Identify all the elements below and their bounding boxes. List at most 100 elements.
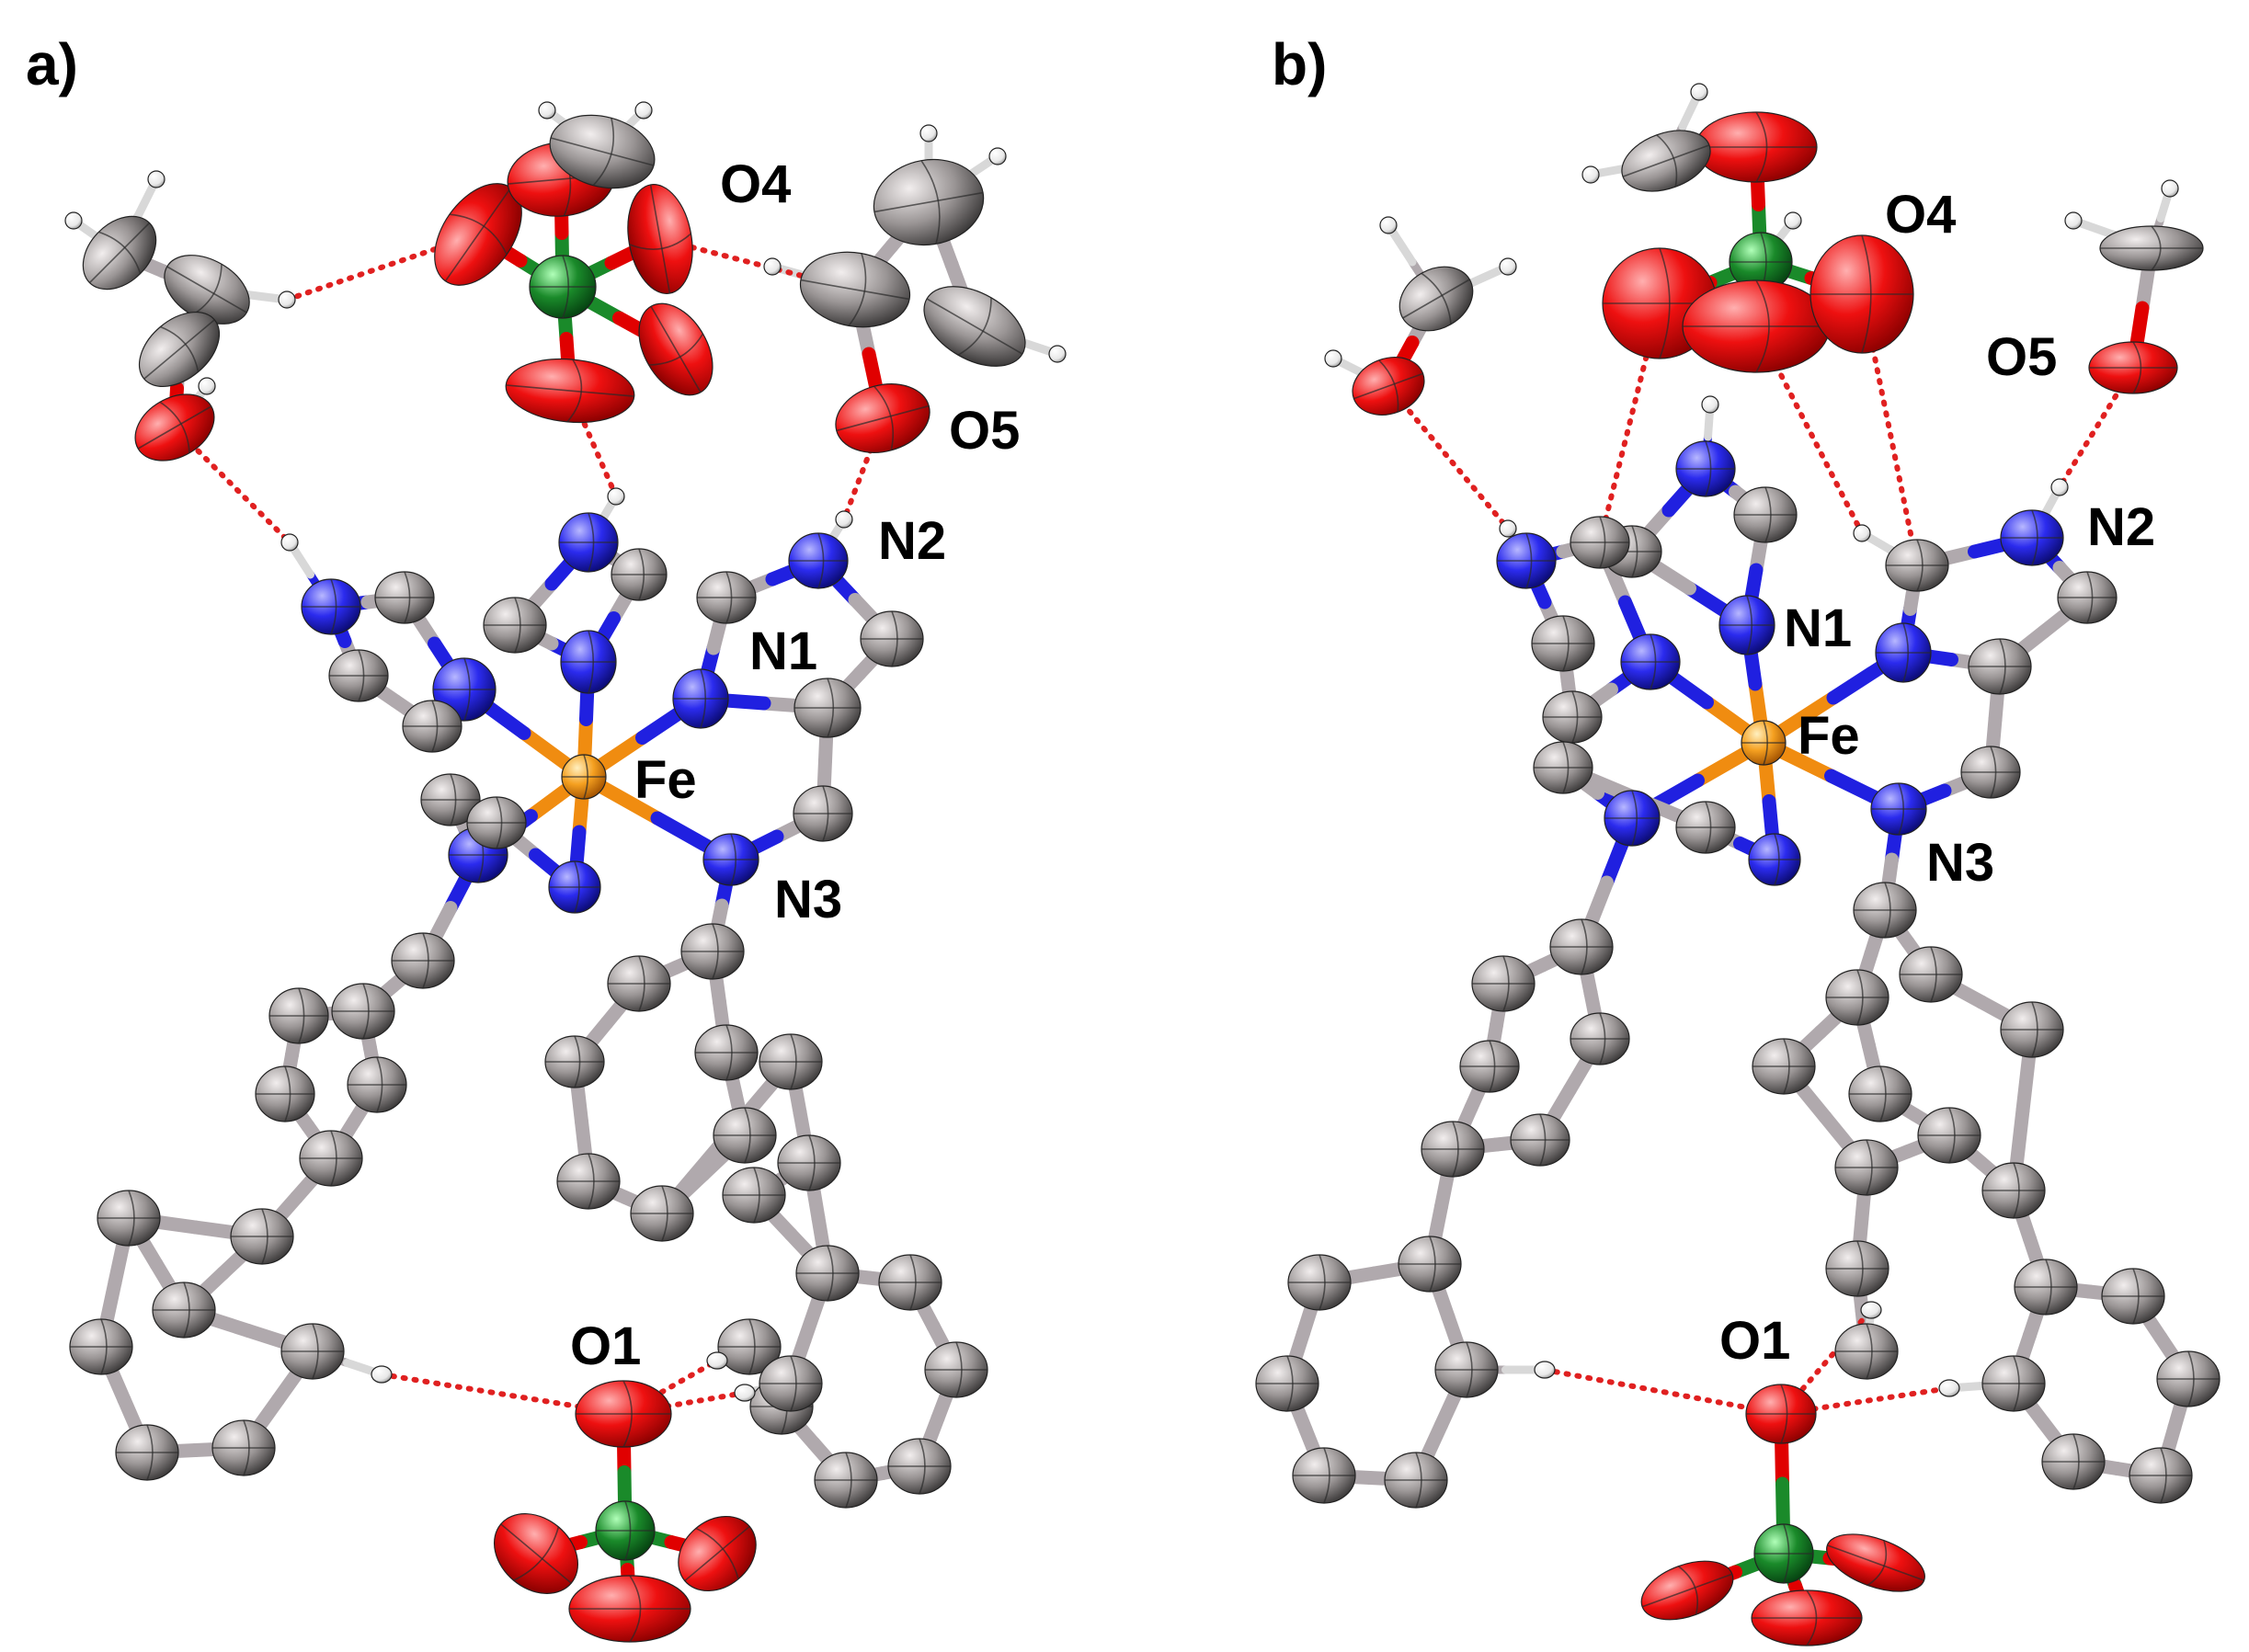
carbon-atom: [549, 114, 656, 189]
carbon-atom: [696, 571, 757, 624]
hydrogen-atom: [706, 1351, 728, 1370]
oxygen-atom: [568, 1575, 691, 1643]
hydrogen-atom: [280, 533, 299, 552]
carbon-atom: [544, 1035, 605, 1088]
carbon-atom: [1675, 801, 1736, 854]
carbon-atom: [611, 548, 668, 601]
carbon-atom: [556, 1153, 621, 1210]
panel-a-atom-label-fe: Fe: [634, 750, 697, 810]
hydrogen-atom: [2161, 179, 2179, 198]
oxygen-atom: [1809, 234, 1914, 354]
carbon-atom: [1434, 1341, 1499, 1398]
nitrogen-atom: [2000, 509, 2064, 566]
chlorine-atom: [595, 1500, 656, 1561]
carbon-atom: [483, 597, 547, 654]
carbon-atom: [1459, 1040, 1520, 1093]
oxygen-atom: [575, 1380, 672, 1448]
oxygen-atom: [1745, 1384, 1817, 1444]
carbon-atom: [230, 1208, 294, 1265]
carbon-atom: [1384, 1452, 1448, 1509]
hydrogen-atom: [734, 1384, 756, 1402]
oxygen-atom: [2088, 341, 2178, 394]
carbon-atom: [923, 286, 1026, 367]
iron-atom: [1741, 720, 1787, 766]
carbon-atom: [138, 311, 221, 388]
carbon-atom: [1570, 516, 1630, 569]
carbon-atom: [873, 158, 985, 246]
carbon-atom: [1981, 1162, 2046, 1219]
oxygen-atom: [678, 1515, 757, 1592]
carbon-atom: [1621, 130, 1711, 192]
carbon-atom: [97, 1190, 161, 1247]
carbon-atom: [1848, 1065, 1912, 1122]
carbon-atom: [777, 1134, 841, 1191]
hydrogen-atom: [835, 510, 853, 529]
carbon-atom: [374, 571, 435, 624]
carbon-atom: [299, 1130, 363, 1187]
hydrogen-bond: [1778, 1385, 1952, 1417]
carbon-atom: [466, 796, 527, 849]
carbon-atom: [1834, 1139, 1899, 1196]
nitrogen-atom: [1718, 595, 1775, 655]
oxygen-atom: [1682, 279, 1831, 373]
hydrogen-atom: [634, 101, 653, 120]
hydrogen-atom: [1534, 1361, 1556, 1379]
carbon-atom: [2041, 1433, 2106, 1490]
hydrogen-bond: [841, 416, 885, 522]
panel-b-atom-label-o5: O5: [1986, 327, 2058, 387]
carbon-atom: [759, 1355, 823, 1412]
carbon-atom: [1533, 741, 1593, 794]
carbon-atom: [331, 983, 395, 1040]
carbon-atom: [1885, 539, 1949, 592]
carbon-atom: [1549, 918, 1614, 975]
panel-b-atom-label-n2: N2: [2087, 497, 2156, 557]
hydrogen-bond: [172, 425, 292, 545]
carbon-atom: [1752, 1038, 1816, 1095]
hydrogen-atom: [1853, 524, 1871, 542]
carbon-atom: [759, 1033, 823, 1090]
nitrogen-atom: [1620, 633, 1681, 690]
nitrogen-atom: [301, 578, 361, 635]
panel-b-atom-label-fe: Fe: [1798, 706, 1860, 766]
nitrogen-atom: [1675, 440, 1736, 497]
panel-a-atom-label-o5: O5: [949, 401, 1021, 461]
hydrogen-atom: [2064, 211, 2083, 230]
nitrogen-atom: [1748, 833, 1801, 886]
carbon-atom: [713, 1107, 777, 1164]
carbon-atom: [1292, 1447, 1356, 1504]
carbon-atom: [1398, 1236, 1462, 1293]
carbon-atom: [1255, 1355, 1319, 1412]
carbon-atom: [2000, 1001, 2064, 1058]
carbon-atom: [1398, 266, 1474, 332]
nitrogen-atom: [560, 630, 617, 694]
hydrogen-atom: [1324, 349, 1342, 368]
hydrogen-bond: [1386, 383, 1511, 531]
carbon-atom: [799, 251, 911, 328]
oxygen-atom: [1352, 357, 1425, 416]
hydrogen-atom: [2050, 478, 2069, 496]
nitrogen-atom: [702, 833, 759, 886]
carbon-atom: [1825, 1240, 1889, 1297]
hydrogen-atom: [198, 377, 216, 395]
hydrogen-atom: [988, 147, 1007, 165]
panel-b-atom-label-o4: O4: [1885, 185, 1957, 245]
carbon-atom: [211, 1419, 276, 1476]
carbon-atom: [717, 1318, 782, 1375]
nitrogen-atom: [672, 668, 729, 729]
carbon-atom: [115, 1424, 179, 1481]
panel-b-atom-label-n1: N1: [1784, 598, 1853, 658]
carbon-atom: [2101, 1268, 2165, 1325]
oxygen-atom: [434, 183, 522, 286]
carbon-atom: [1981, 1355, 2046, 1412]
panel-a-atoms: [64, 101, 1067, 1643]
hydrogen-atom: [919, 124, 938, 142]
nitrogen-atom: [1604, 790, 1661, 847]
hydrogen-bond: [567, 388, 619, 499]
hydrogen-atom: [1701, 395, 1719, 414]
panel-a-atom-label-o1: O1: [570, 1316, 642, 1376]
hydrogen-atom: [371, 1365, 393, 1384]
carbon-atom: [164, 255, 250, 325]
nitrogen-atom: [548, 860, 601, 914]
oxygen-atom: [638, 302, 714, 396]
hydrogen-atom: [1860, 1301, 1882, 1319]
